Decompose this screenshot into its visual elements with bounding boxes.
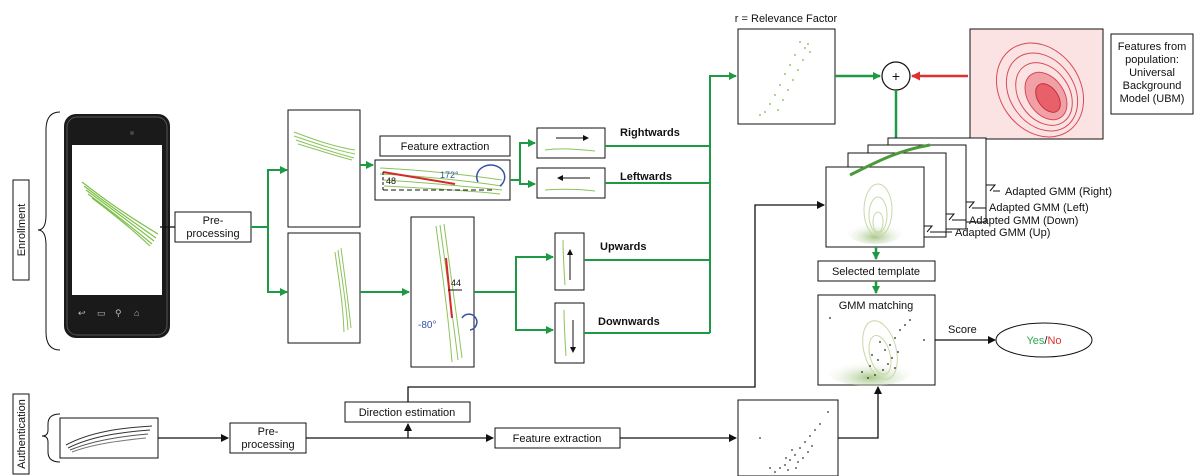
rightwards-label: Rightwards [620, 127, 680, 139]
decision-yes: Yes [1026, 335, 1044, 347]
adapted-gmm-right-label: Adapted GMM (Right) [1005, 186, 1112, 198]
decision-ellipse: Yes/No [995, 322, 1093, 358]
svg-text:▭: ▭ [97, 308, 106, 318]
feature-extraction-auth-box: Feature extraction [494, 427, 621, 449]
branch-up-arrow [474, 253, 554, 293]
preprocessing-auth-line2: processing [241, 439, 294, 451]
angle-up-annotation: -80° [418, 320, 436, 331]
adapted-gmm-left-label: Adapted GMM (Left) [989, 202, 1089, 214]
preprocessing-enroll-box: Pre- processing [174, 211, 252, 243]
authentication-label: Authentication [16, 399, 28, 469]
decision-slash: / [1044, 335, 1048, 347]
leftwards-box [536, 167, 606, 199]
smartphone-icon: ↩ ▭ ⚲ ⌂ [64, 114, 170, 338]
downwards-box [554, 302, 585, 364]
enrollment-brace [37, 111, 61, 351]
upwards-label: Upwards [600, 241, 646, 253]
len-up-annotation: 44 [451, 278, 461, 288]
ubm-line1: Features from [1118, 41, 1186, 53]
relevance-factor-panel [737, 28, 836, 125]
feature-extraction-label-box: Feature extraction [379, 135, 511, 157]
authentication-brace [41, 413, 61, 463]
ubm-description-box: Features from population: Universal Back… [1110, 33, 1194, 115]
branch-down-arrow [515, 292, 554, 334]
preprocessing-enroll-line2: processing [186, 228, 239, 240]
ubm-line3: Universal [1129, 67, 1175, 79]
adapted-gmm-down-label: Adapted GMM (Down) [969, 215, 1078, 227]
enrollment-side-label: Enrollment [12, 179, 30, 281]
len-right-annotation: 48 [386, 176, 396, 186]
ubm-line4: Background [1123, 80, 1182, 92]
vertical-strokes-panel [287, 232, 361, 344]
authentication-side-label: Authentication [12, 393, 30, 475]
preprocessing-enroll-line1: Pre- [203, 215, 224, 227]
preprocessing-auth-box: Pre- processing [229, 422, 307, 454]
gmm-matching-label: GMM matching [839, 300, 914, 312]
feature-extraction-top-label: Feature extraction [401, 141, 490, 153]
feature-extraction-vertical-panel: 44 -80° [410, 216, 478, 368]
score-label: Score [948, 324, 977, 336]
selected-template-label: Selected template [832, 266, 920, 278]
branch-left-arrow [519, 180, 536, 188]
selected-template-box: Selected template [817, 260, 936, 282]
branch-right-arrow [510, 139, 536, 181]
feature-extraction-horizontal-panel: 48 172° [374, 159, 511, 201]
scatter-to-matching-arrow [838, 386, 882, 439]
plus-symbol: + [892, 68, 900, 84]
horizontal-strokes-panel [287, 109, 361, 228]
relevance-factor-label: r = Relevance Factor [735, 13, 838, 25]
split-arrow-horizontal [251, 166, 288, 228]
adapted-gmm-up-label: Adapted GMM (Up) [955, 227, 1050, 239]
direction-estimation-box: Direction estimation [344, 401, 471, 423]
split-arrow-vertical [267, 227, 288, 296]
adapted-gmm-stack [825, 137, 987, 248]
gmm-matching-panel: GMM matching [817, 294, 936, 386]
merge-trunk-arrow [709, 72, 737, 333]
decision-no: No [1047, 335, 1061, 347]
auth-input-strokes-panel [59, 417, 159, 459]
svg-text:⚲: ⚲ [115, 308, 122, 318]
svg-text:↩: ↩ [78, 308, 86, 318]
svg-text:⌂: ⌂ [134, 308, 139, 318]
direction-to-template-arrow [407, 201, 825, 402]
preprocessing-auth-line1: Pre- [258, 426, 279, 438]
svg-text:Yes/No: Yes/No [1026, 335, 1061, 347]
angle-right-annotation: 172° [440, 170, 459, 180]
rightwards-box [536, 127, 606, 159]
ubm-line2: population: [1125, 54, 1179, 66]
ubm-panel [969, 28, 1104, 140]
upwards-box [554, 232, 585, 291]
enrollment-label: Enrollment [16, 204, 28, 257]
feature-extraction-auth-label: Feature extraction [513, 433, 602, 445]
downwards-label: Downwards [598, 316, 660, 328]
ubm-line5: Model (UBM) [1120, 93, 1185, 105]
auth-feature-scatter-panel [737, 399, 839, 476]
adapted-gmm-labels: Adapted GMM (Right) Adapted GMM (Left) A… [924, 184, 1112, 239]
sum-node: + [881, 61, 911, 91]
direction-estimation-label: Direction estimation [359, 407, 456, 419]
leftwards-label: Leftwards [620, 171, 672, 183]
